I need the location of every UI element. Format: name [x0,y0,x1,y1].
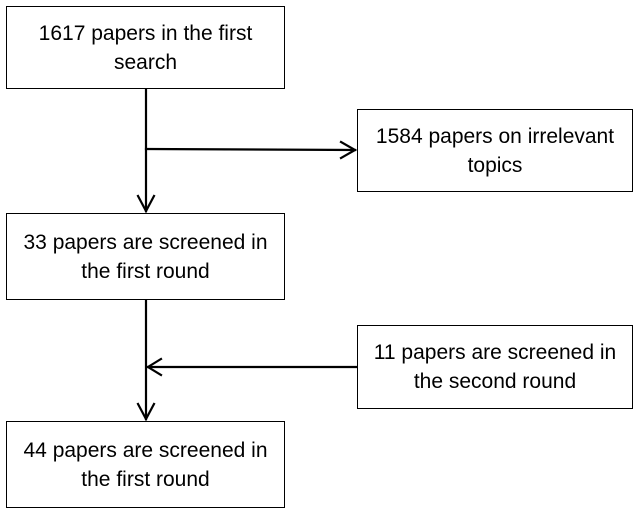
arrowhead-merge [145,357,163,377]
node-irrelevant-topics-label: 1584 papers on irrelevant topics [375,124,615,177]
node-first-search: 1617 papers in the first search [6,6,285,89]
node-irrelevant-topics: 1584 papers on irrelevant topics [357,109,633,192]
node-first-round-label: 33 papers are screened in the first roun… [23,230,268,283]
node-first-search-label: 1617 papers in the first search [38,21,253,74]
arrowhead-final [136,402,156,422]
arrowhead-irrelevant [339,140,358,160]
node-second-round: 11 papers are screened in the second rou… [357,325,633,409]
node-first-round: 33 papers are screened in the first roun… [6,213,285,300]
arrowhead-round1 [136,194,156,214]
node-final: 44 papers are screened in the first roun… [6,421,285,508]
node-final-label: 44 papers are screened in the first roun… [23,438,268,491]
connector-search-to-irrelevant [144,147,357,152]
node-second-round-label: 11 papers are screened in the second rou… [373,341,617,393]
